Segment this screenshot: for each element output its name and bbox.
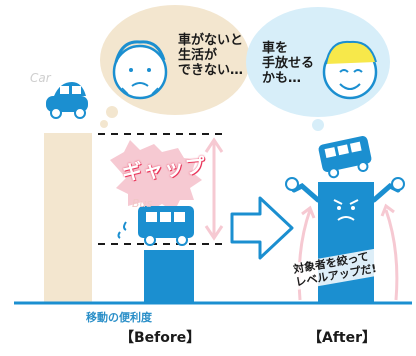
gap-splash [110, 140, 202, 212]
bus-icon [117, 206, 194, 246]
bubble-left-text: 車がないと 生活が できない… [178, 33, 244, 78]
transition-arrow-icon [230, 196, 294, 260]
axis-label: 移動の便利度 [86, 311, 152, 324]
worried-face-icon [112, 40, 168, 100]
bus-label: Bus [132, 197, 153, 210]
after-label: 【After】 [308, 330, 377, 346]
bus-after-icon [318, 136, 372, 179]
car-level-bar [44, 133, 92, 303]
smiling-face-icon [322, 40, 378, 100]
gap-arrow [204, 137, 224, 241]
before-label: 【Before】 [120, 330, 201, 346]
bus-level-bar-before [144, 250, 194, 303]
car-label: Car [30, 71, 51, 85]
bubble-right-text: 車を 手放せる かも… [262, 41, 315, 86]
car-icon [46, 82, 88, 119]
rising-arrows [297, 203, 399, 301]
